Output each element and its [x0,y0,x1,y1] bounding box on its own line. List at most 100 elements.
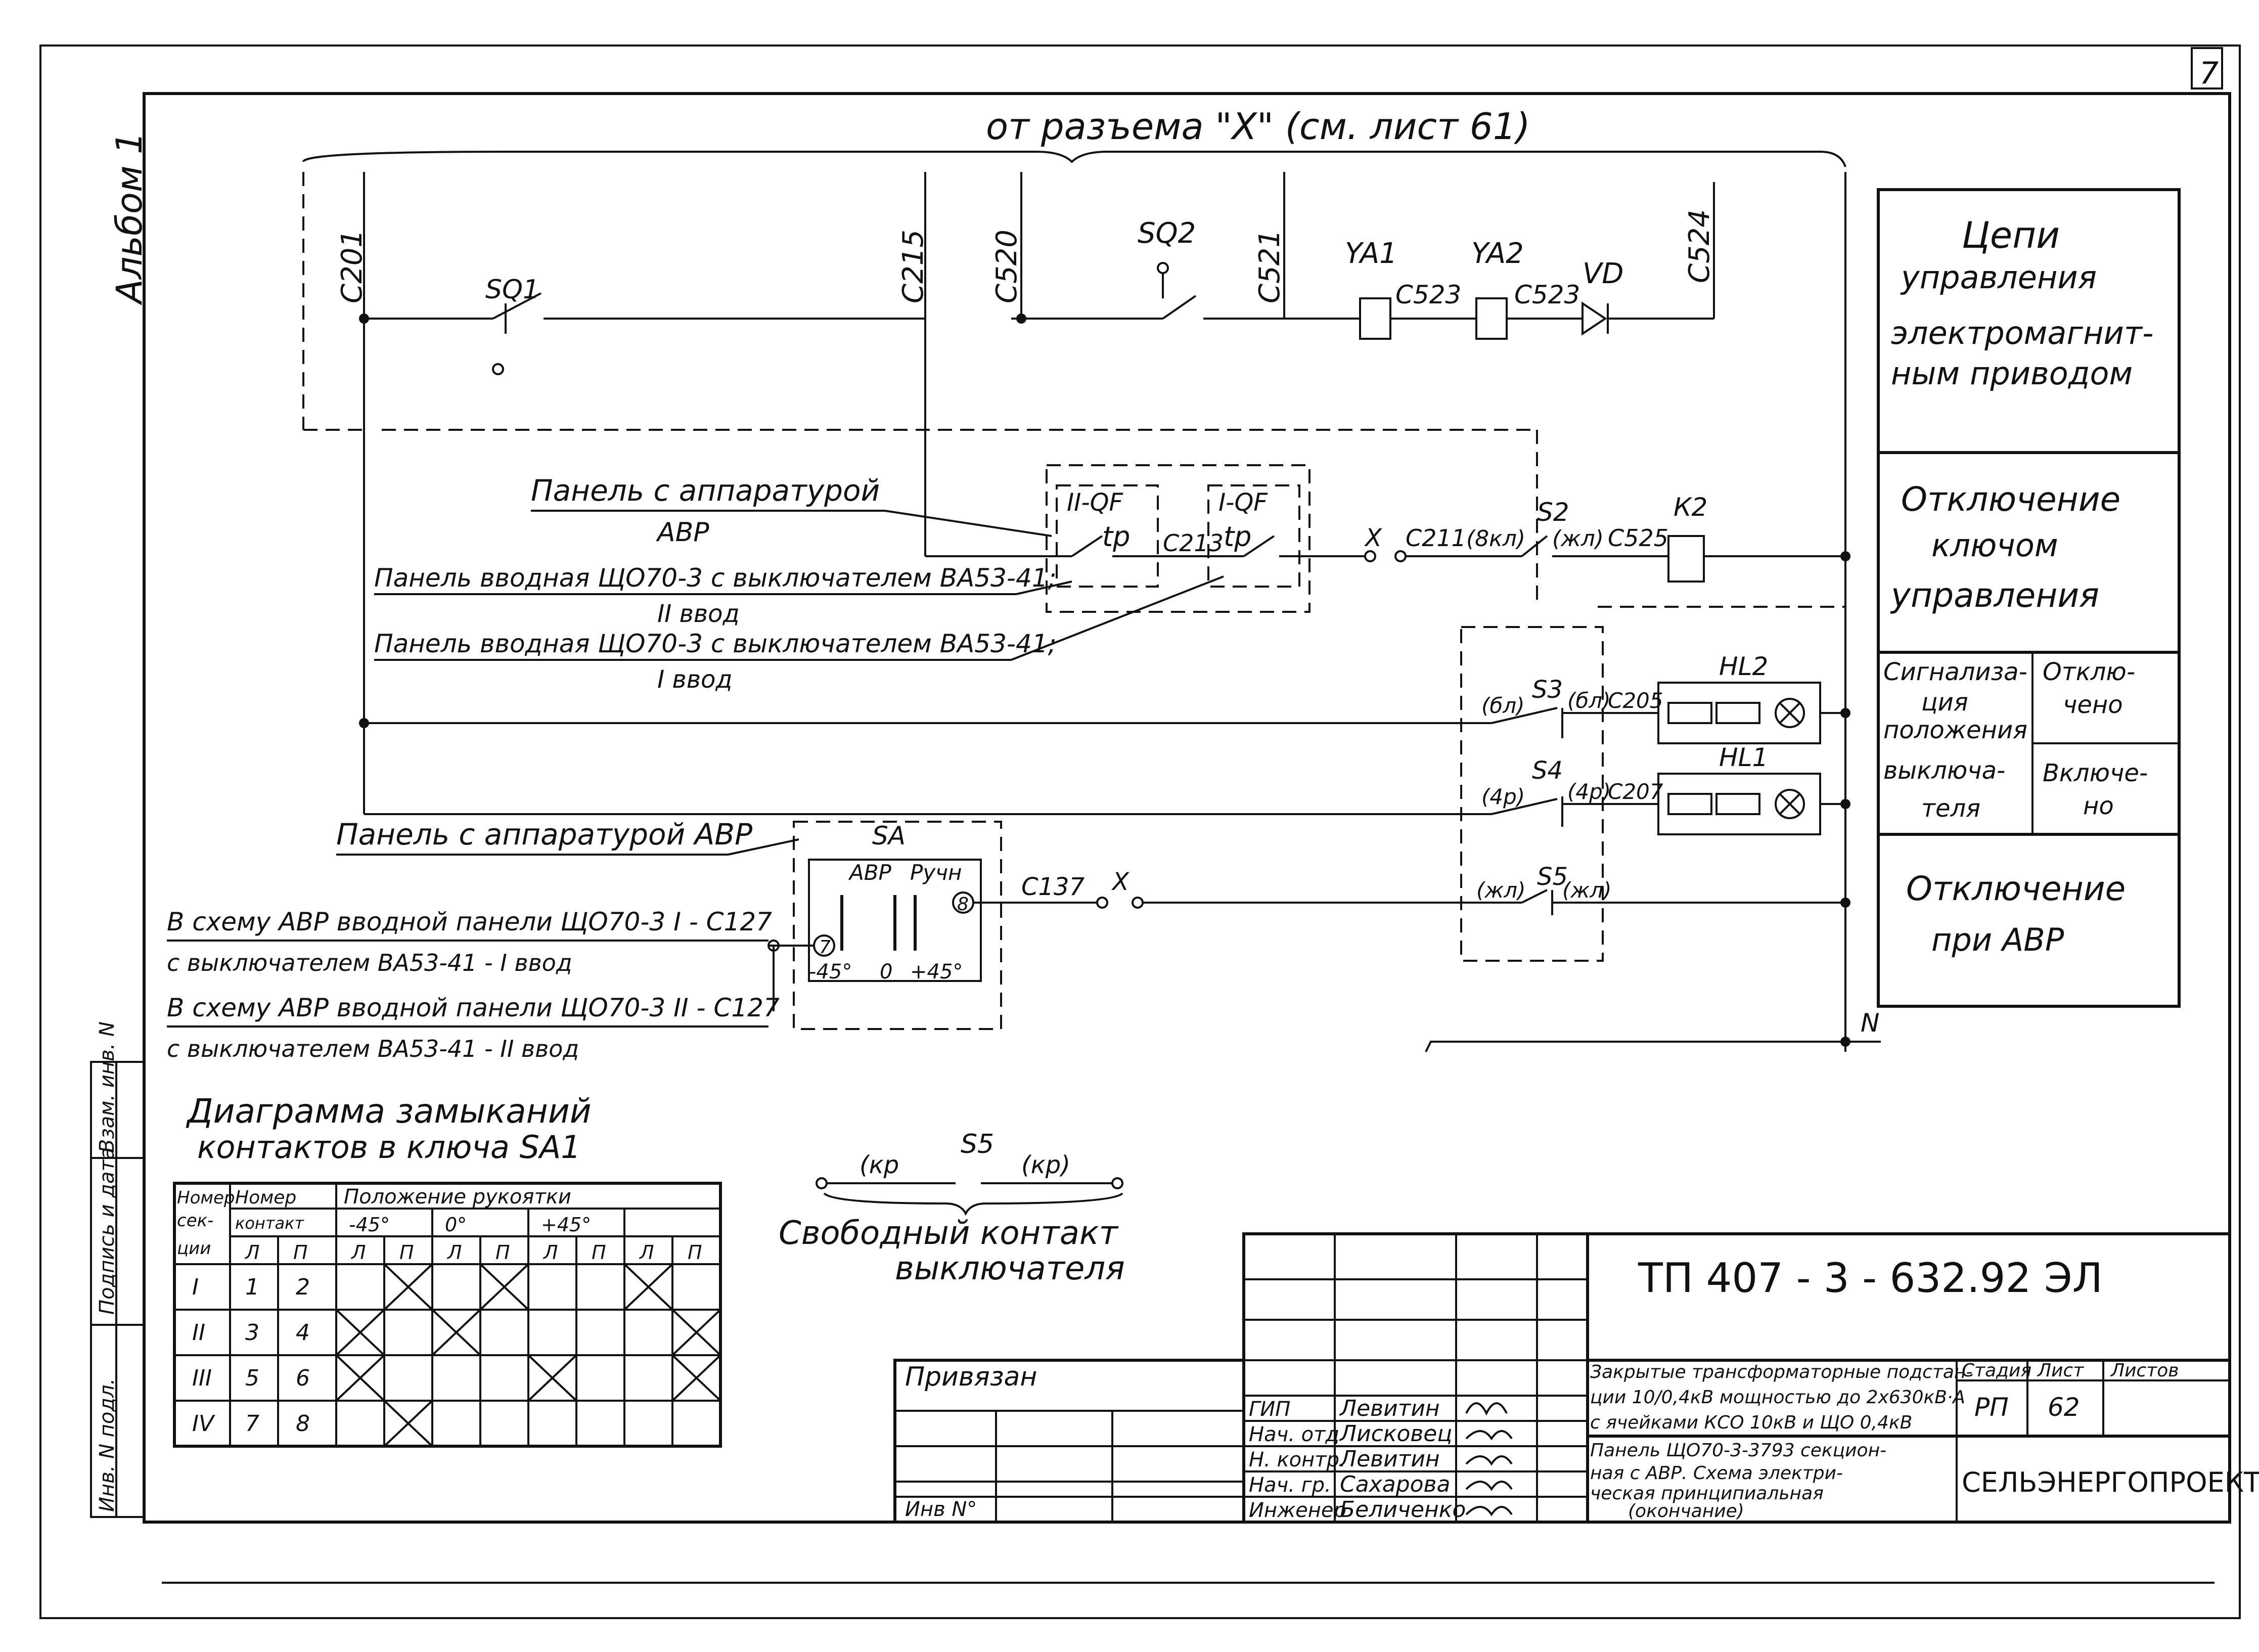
th-lr: П [688,1241,702,1264]
label-ya1: YA1 [1345,237,1397,270]
role-3: Нач. гр. [1249,1474,1331,1497]
header-source: от разъема "X" (см. лист 61) [986,105,1530,148]
legend-signal-1: Сигнализа- [1883,658,2027,686]
closed-mark [527,1354,577,1402]
legend-signal-3: положения [1883,716,2027,744]
note-scheme1b: с выключателем ВА53-41 - I ввод [167,949,572,976]
row-contact-l: 7 [245,1411,259,1437]
row-section: IV [192,1411,215,1437]
legend-off-2: чено [2063,691,2123,719]
closed-mark [623,1263,673,1311]
desc1-line2: ции 10/0,4кВ мощностью до 2х630кВ·А [1590,1387,1965,1408]
note-scheme2: В схему АВР вводной панели ЩО70-3 II - С… [167,993,780,1022]
th-section-3: ции [177,1238,211,1259]
th-section-2: сек- [177,1211,213,1231]
label-x2: X [1111,868,1130,896]
row-contact-l: 5 [245,1365,259,1391]
wire-c524: С524 [1683,209,1716,283]
doc-code: ТП 407 - 3 - 632.92 ЭЛ [1638,1255,2103,1302]
leader [1016,581,1072,595]
label-s2a: (8кл) [1466,526,1525,552]
table-border [173,1182,722,1448]
signatures [1465,1402,1513,1516]
label-m45: -45° [809,960,852,984]
label-ya2: YA2 [1471,237,1524,270]
label-s5: S5 [1537,863,1568,891]
label-hl2: HL2 [1719,652,1768,681]
sheet-value: 62 [2048,1393,2080,1422]
th-lr: Л [350,1241,366,1264]
label-s2b: (жл) [1552,526,1604,552]
note-scheme1: В схему АВР вводной панели ЩО70-3 I - С1… [167,907,772,936]
th-contact-1: Номер [235,1187,296,1208]
legend-table [1877,188,2181,1008]
closed-mark [431,1309,481,1356]
free-contact-l: (кр [860,1151,899,1179]
free-contact-text-1: Свободный контакт [779,1215,1119,1252]
label-qf1: I-QF [1218,488,1268,517]
desc2-line1: Панель ЩО70-3-3793 секцион- [1590,1440,1886,1461]
note-scheme2b: с выключателем ВА53-41 - II ввод [167,1035,579,1062]
legend-offavr-2: при АВР [1931,921,2064,958]
closed-mark [671,1354,721,1402]
h-sheets: Листов [2110,1360,2179,1381]
sa-switch [767,821,1850,1030]
label-s3: S3 [1532,676,1563,704]
stamp-sign: Подпись и дата [96,1147,119,1315]
free-contact-s5: S5 [961,1129,994,1159]
wire-c525: С525 [1608,524,1668,552]
wire-c213: С213 [1163,529,1224,557]
name-4: Беличенко [1340,1497,1466,1523]
wire-c211: С211 [1406,524,1466,552]
h-stage: Стадия [1962,1360,2031,1381]
row-contact-l: 3 [245,1320,259,1346]
legend-signal-2: ция [1921,688,1968,717]
h-sheet: Лист [2037,1360,2084,1381]
name-3: Сахарова [1340,1471,1450,1497]
neutral-bus [1425,1041,1881,1052]
note-panel-avr: Панель с аппаратурой [531,473,880,508]
closed-mark [383,1400,433,1447]
label-sa: SA [872,821,906,851]
label-s4a: (4р) [1481,784,1525,809]
leader [1011,575,1224,661]
th-lr: Л [446,1241,462,1264]
stamp-inv: Инв. N подл. [96,1378,119,1512]
label-sa-manual: Ручн [910,860,962,885]
desc2-line3: ческая принципиальная [1590,1483,1824,1504]
label-qf2: II-QF [1067,488,1123,517]
leader [884,510,1052,537]
role-4: Инженер [1249,1499,1346,1522]
legend-off-1: Отклю- [2043,658,2135,686]
leader [728,838,799,856]
row-contact-r: 8 [296,1411,310,1437]
wire-c521: С521 [1253,230,1286,303]
legend-circuits-2: управления [1900,259,2097,296]
th-pos-0: -45° [349,1214,390,1236]
closed-mark [383,1263,433,1311]
legend-offkey-1: Отключение [1901,480,2120,519]
role-0: ГИП [1249,1398,1290,1421]
free-contact-r: (кр) [1021,1151,1070,1179]
legend-on-2: но [2083,792,2114,820]
th-lr: П [592,1241,606,1264]
note-panel-in1: Панель вводная ЩО70-3 с выключателем ВА5… [374,629,1056,658]
row-contact-r: 2 [296,1274,310,1300]
label-s3a: (бл) [1481,693,1525,718]
linked-label: Привязан [905,1362,1037,1392]
corner-number: 7 [2199,56,2219,91]
th-lr: П [495,1241,510,1264]
row-contact-l: 1 [245,1274,259,1300]
label-vd: VD [1583,257,1623,290]
th-section-1: Номер [177,1188,235,1208]
wire-c520: С520 [990,230,1023,303]
role-2: Н. контр. [1249,1448,1346,1471]
title-block [893,1232,2231,1524]
label-k2: К2 [1674,493,1707,522]
th-lr: П [399,1241,414,1264]
label-n: N [1861,1008,1879,1038]
inv-label: Инв N° [905,1498,977,1521]
th-lr: Л [639,1241,654,1264]
